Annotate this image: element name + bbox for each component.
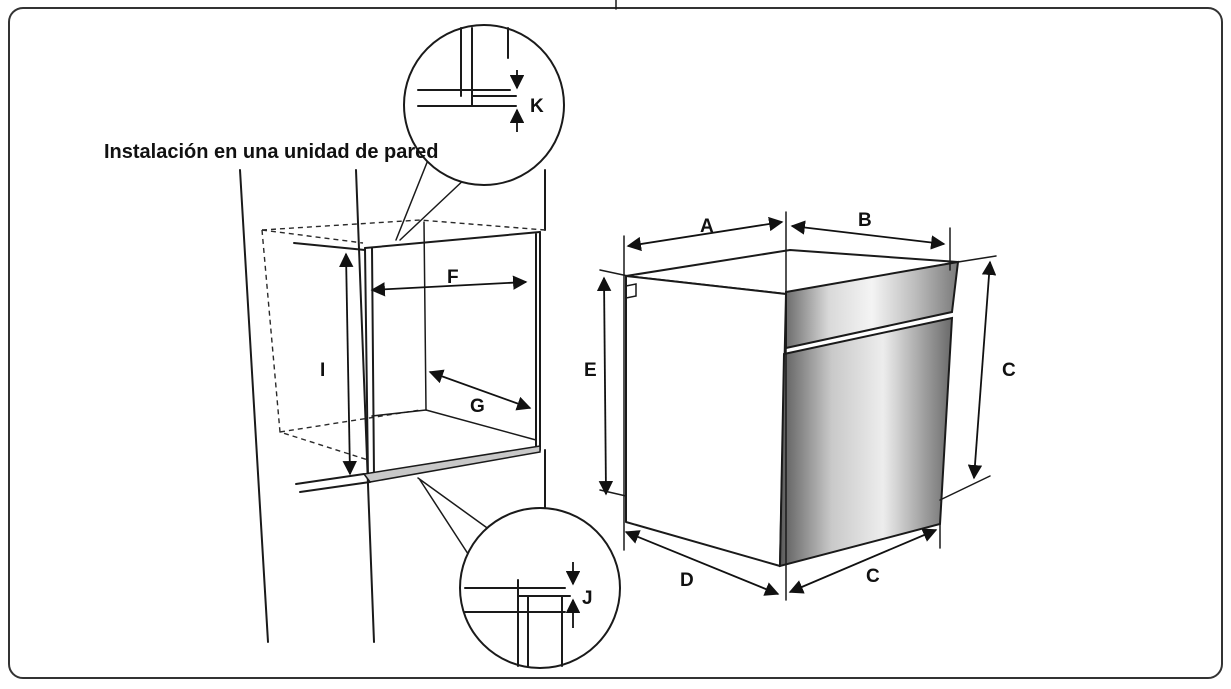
oven-illustration	[599, 211, 997, 601]
dimension-a-arrow	[626, 216, 784, 252]
label-d: D	[680, 570, 694, 591]
label-j: J	[582, 588, 593, 609]
dimension-e-arrow	[596, 276, 614, 496]
dimension-b-arrow	[790, 220, 946, 250]
label-c-bottom: C	[866, 566, 880, 587]
dimension-g-arrow	[428, 369, 532, 411]
dimension-f-arrow	[370, 275, 528, 297]
dimension-c-bottom-arrow	[788, 528, 938, 594]
label-i: I	[320, 360, 325, 381]
diagram-title: Instalación en una unidad de pared	[104, 141, 439, 163]
dimension-i-arrow	[339, 252, 357, 476]
label-g: G	[470, 396, 485, 417]
magnifier-detail-k	[403, 24, 565, 186]
label-f: F	[447, 267, 459, 288]
dimension-d-arrow	[624, 530, 780, 596]
label-a: A	[700, 216, 714, 237]
dimension-c-right-arrow	[967, 260, 997, 480]
label-k: K	[530, 96, 544, 117]
label-e: E	[584, 360, 597, 381]
label-c-right: C	[1002, 360, 1016, 381]
magnifier-detail-j	[459, 507, 621, 669]
wall-cabinet-illustration	[239, 149, 546, 643]
label-b: B	[858, 210, 872, 231]
